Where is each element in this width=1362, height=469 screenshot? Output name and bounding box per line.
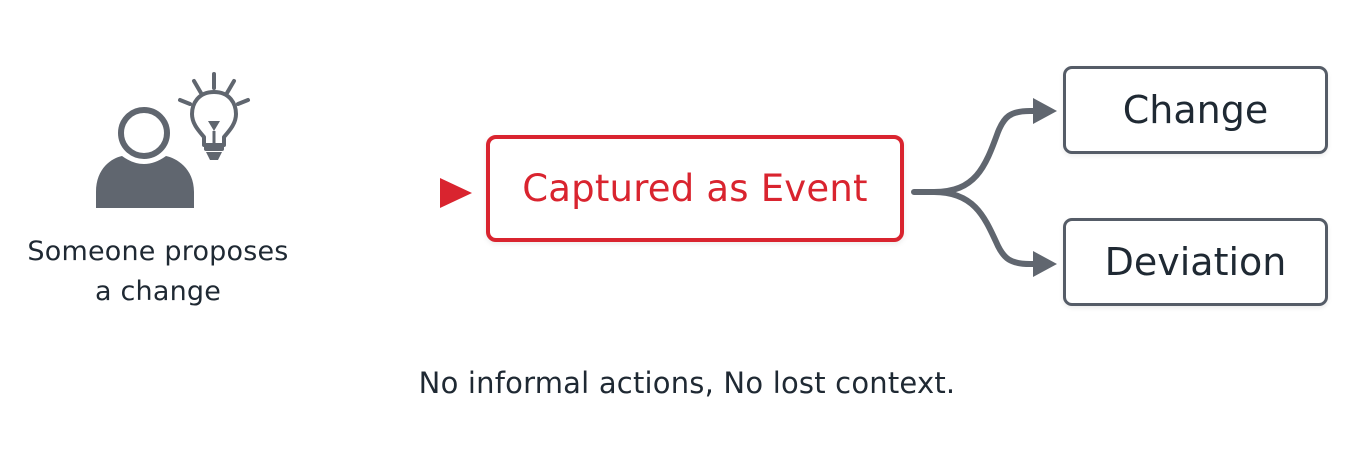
branch-connector bbox=[911, 98, 1057, 277]
arrowhead-deviation bbox=[1033, 251, 1057, 277]
actor-label-line2: a change bbox=[94, 276, 222, 307]
actor-label-line1: Someone proposes bbox=[27, 236, 289, 267]
person-icon bbox=[96, 107, 194, 208]
outcome-deviation-box: Deviation bbox=[1063, 218, 1328, 306]
caption: No informal actions, No lost context. bbox=[418, 366, 956, 400]
arrowhead-change bbox=[1033, 98, 1057, 124]
arrow-to-event bbox=[262, 178, 472, 208]
lightbulb-icon bbox=[178, 72, 250, 160]
outcome-change-box: Change bbox=[1063, 66, 1328, 154]
event-box: Captured as Event bbox=[486, 135, 904, 242]
actor-label: Someone proposes a change bbox=[0, 232, 316, 312]
